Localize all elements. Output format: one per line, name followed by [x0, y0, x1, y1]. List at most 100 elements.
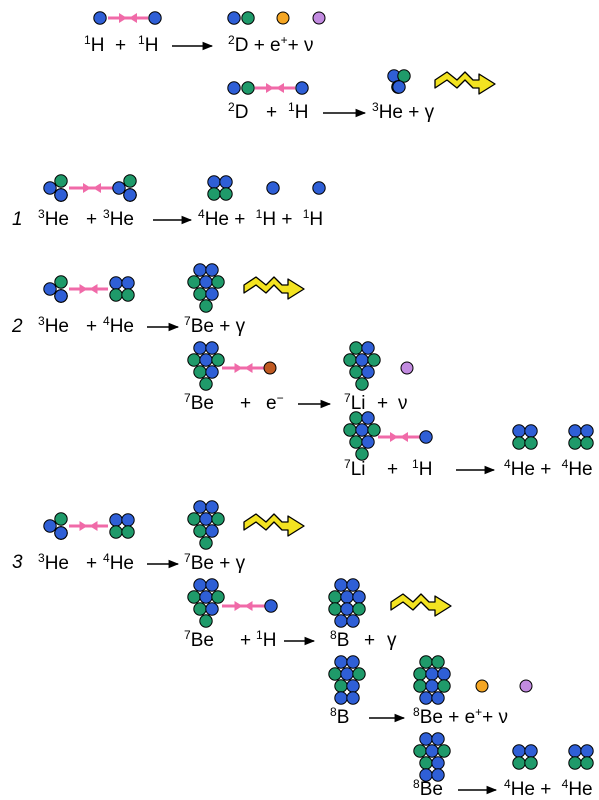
neutron-particle: [419, 756, 433, 770]
neutron-particle: [211, 512, 225, 526]
neutron-particle: [193, 365, 207, 379]
proton-particle: [123, 188, 137, 202]
proton-particle: [340, 667, 354, 681]
proton-particle: [346, 679, 360, 693]
mass-number: 8: [413, 777, 420, 791]
neutron-particle: [413, 744, 427, 758]
nucleus-symbol: He: [45, 553, 69, 574]
proton-particle: [340, 590, 354, 604]
proton-particle: [431, 756, 445, 770]
proton-particle: [334, 614, 348, 628]
proton-particle: [43, 282, 57, 296]
proton-particle: [431, 768, 445, 782]
electron-symbol: e: [266, 393, 277, 414]
neutron-particle: [524, 436, 538, 450]
product-text: + ν: [288, 35, 314, 56]
proton-particle: [93, 11, 107, 25]
plus-sign: +: [86, 553, 97, 574]
neutron-particle: [524, 756, 538, 770]
gamma-ray-icon: [243, 513, 305, 537]
proton-particle: [205, 287, 219, 301]
neutron-particle: [437, 744, 451, 758]
neutron-particle: [187, 512, 201, 526]
proton-particle: [346, 614, 360, 628]
proton-particle: [193, 500, 207, 514]
product-text: + ν: [482, 707, 508, 728]
mass-number: 7: [184, 628, 191, 642]
product-text: He +: [511, 459, 552, 480]
plus-sign: +: [266, 102, 277, 123]
neutron-particle: [367, 353, 381, 367]
proton-particle: [392, 80, 406, 94]
neutron-particle: [199, 614, 213, 628]
mass-number: 7: [184, 314, 191, 328]
neutron-particle: [355, 377, 369, 391]
proton-particle: [112, 181, 126, 195]
proton-particle: [580, 744, 594, 758]
charge-sign: +: [281, 33, 288, 47]
neutron-particle: [199, 377, 213, 391]
nucleus-symbol: He: [45, 316, 69, 337]
plus-sign: +: [86, 209, 97, 230]
neutron-particle: [193, 524, 207, 538]
plus-sign: +: [387, 459, 398, 480]
product-text: Be + γ: [191, 553, 246, 574]
proton-particle: [205, 341, 219, 355]
product-text: B: [337, 630, 350, 651]
proton-particle: [199, 590, 213, 604]
proton-particle: [312, 181, 326, 195]
neutron-particle: [437, 679, 451, 693]
mass-number: 4: [562, 457, 569, 471]
particles-layer: [43, 11, 594, 782]
mass-number: 3: [38, 551, 45, 565]
proton-particle: [524, 424, 538, 438]
proton-particle: [148, 11, 162, 25]
branch-label-2: 2: [11, 316, 23, 337]
collision-arrow-head: [390, 432, 398, 442]
proton-particle: [266, 181, 280, 195]
proton-particle: [431, 691, 445, 705]
proton-particle: [54, 289, 68, 303]
product-text: Be + γ: [191, 316, 246, 337]
proton-particle: [207, 175, 221, 189]
neutron-particle: [109, 525, 123, 539]
gamma-ray-icon: [434, 71, 496, 95]
proton-particle: [295, 81, 309, 95]
equation-10: 8Be 4He + 4He: [413, 777, 593, 800]
neutron-particle: [349, 365, 363, 379]
neutron-particle: [349, 341, 363, 355]
mass-number: 1: [256, 207, 263, 221]
proton-particle: [227, 11, 241, 25]
neutron-particle: [211, 353, 225, 367]
neutron-particle: [512, 436, 526, 450]
mass-number: 4: [103, 314, 110, 328]
product-text: H +: [262, 209, 292, 230]
neutron-particle: [207, 187, 221, 201]
proton-particle: [568, 424, 582, 438]
neutron-particle: [199, 299, 213, 313]
mass-number: 8: [330, 705, 337, 719]
neutron-particle: [568, 436, 582, 450]
proton-particle: [334, 655, 348, 669]
neutron-particle: [349, 435, 363, 449]
collision-arrow-head: [129, 13, 137, 23]
product-text: He +: [205, 209, 246, 230]
proton-particle: [425, 744, 439, 758]
nucleus-symbol: Be: [191, 393, 214, 414]
gamma-ray-icon: [390, 593, 452, 617]
mass-number: 3: [103, 207, 110, 221]
product-text: D + e: [235, 35, 281, 56]
proton-particle: [355, 353, 369, 367]
proton-particle: [361, 435, 375, 449]
neutron-particle: [241, 81, 255, 95]
proton-particle: [361, 341, 375, 355]
neutron-particle: [355, 447, 369, 461]
proton-particle: [199, 353, 213, 367]
neutron-particle: [419, 655, 433, 669]
mass-number: 8: [413, 705, 420, 719]
plus-sign: +: [86, 316, 97, 337]
product-text: H: [309, 209, 323, 230]
product-text: He +: [511, 779, 552, 800]
